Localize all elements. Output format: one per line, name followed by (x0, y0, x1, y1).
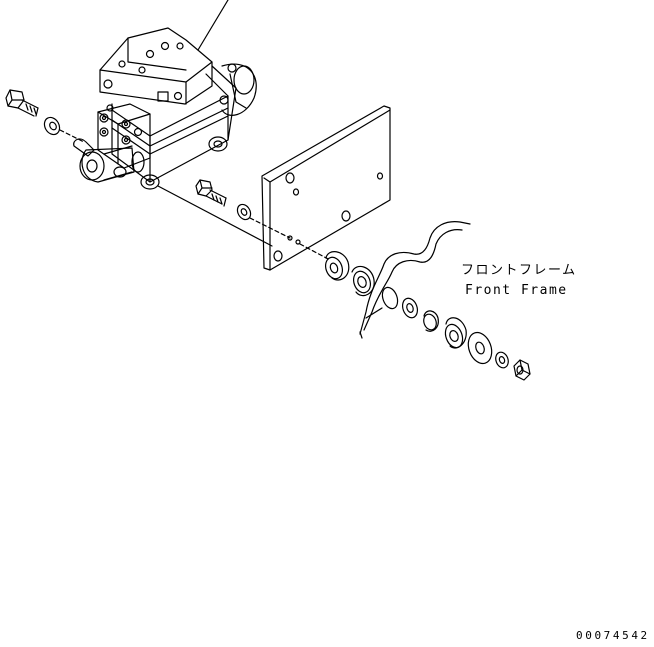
part-label-en: Front Frame (465, 283, 568, 298)
valve-assembly (80, 28, 256, 189)
leader-line (198, 0, 228, 50)
collar (422, 311, 439, 332)
alignment-line (158, 186, 272, 246)
washer-center (235, 202, 253, 222)
large-washer-right (464, 329, 496, 367)
front-frame-bracket (360, 222, 470, 338)
rubber-mount-1 (323, 252, 349, 281)
mounting-plate (262, 106, 390, 270)
bolt-axis-left (60, 130, 84, 142)
figure-code: 00074542 (576, 629, 650, 642)
fitting-left (74, 139, 94, 156)
alignment-line-3 (300, 244, 330, 260)
bolt-left (6, 90, 38, 116)
rubber-mount-2 (351, 266, 374, 295)
washer-left (41, 115, 62, 138)
hex-nut (514, 360, 530, 380)
lock-washer-right (494, 350, 511, 369)
bolt-center (196, 180, 226, 206)
rubber-mount-3 (442, 318, 466, 350)
spacer-sleeve (400, 296, 420, 320)
part-label-jp: フロントフレーム (461, 263, 577, 278)
